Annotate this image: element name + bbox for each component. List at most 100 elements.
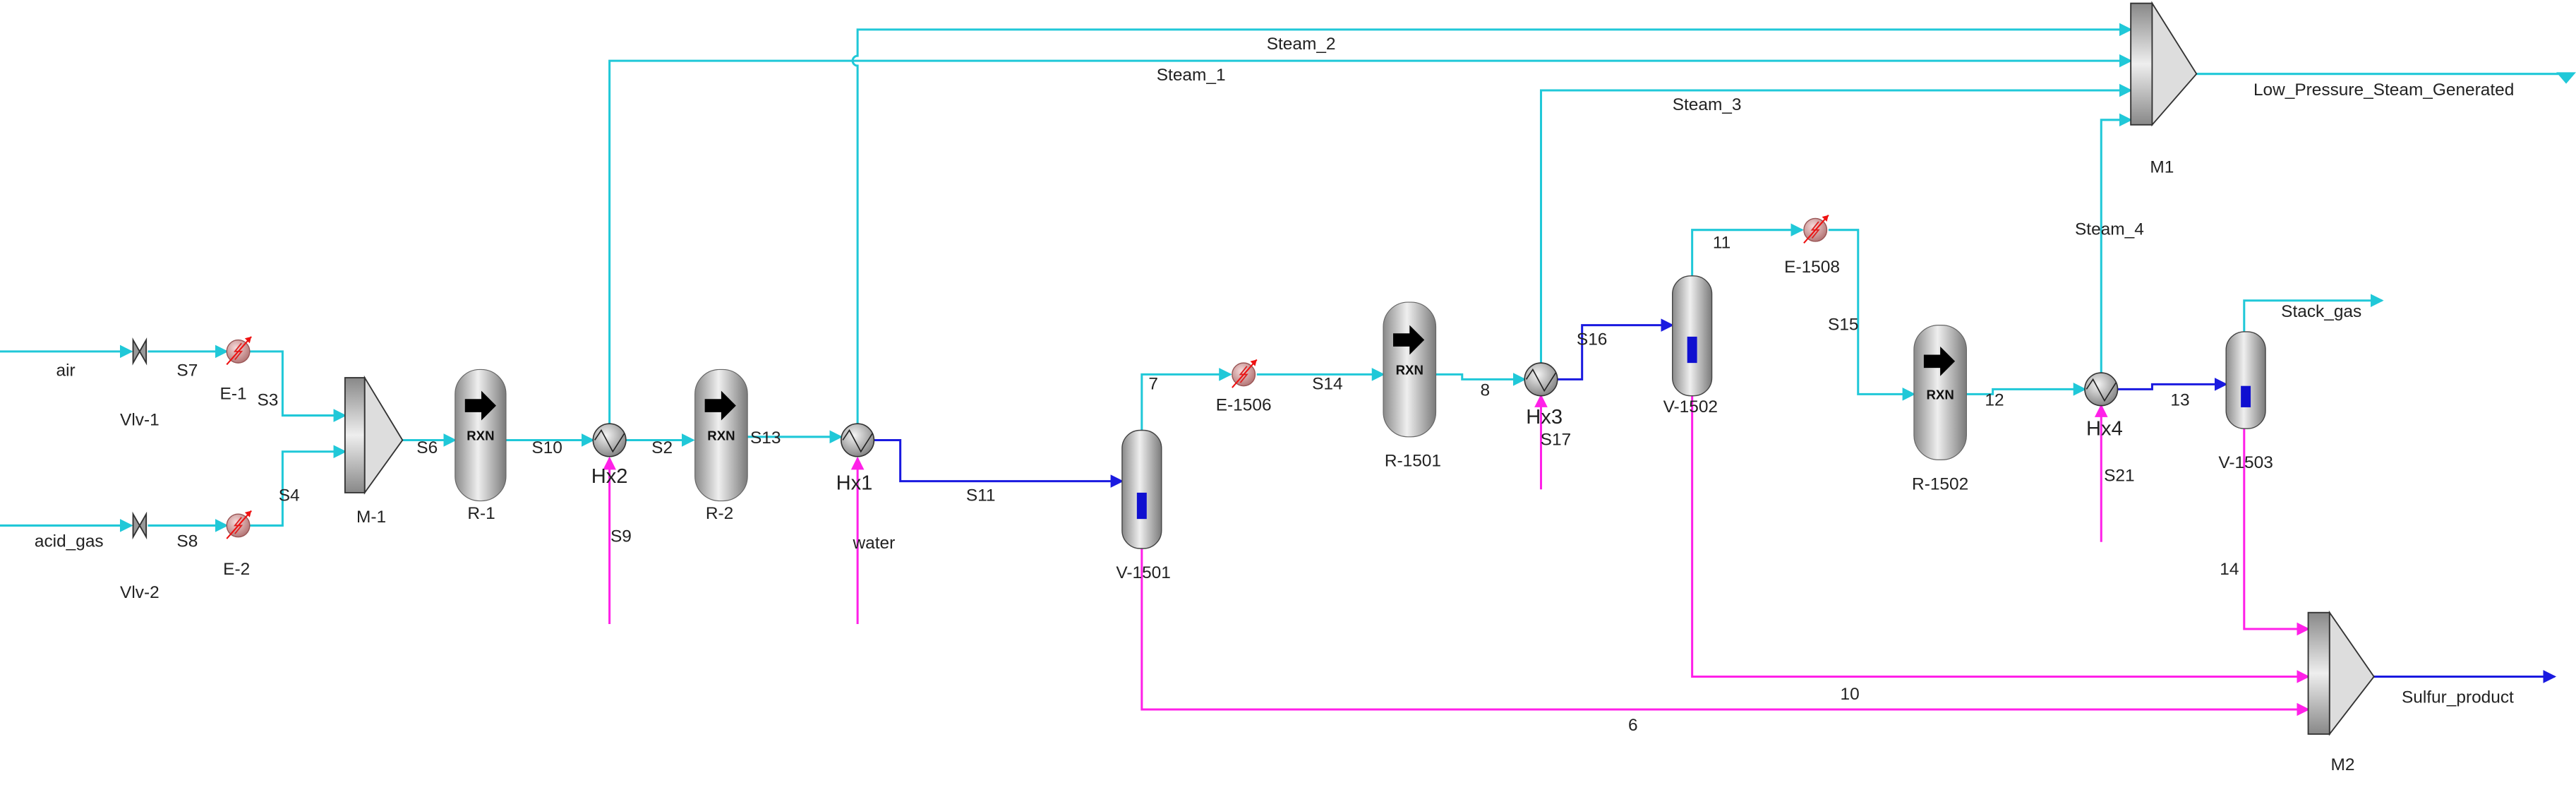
heater-e-1[interactable] xyxy=(226,336,252,366)
rxn-glyph: RXN xyxy=(467,428,494,443)
heat-exchanger-icon xyxy=(592,423,627,457)
heater-e-1508[interactable] xyxy=(1803,215,1829,244)
stream-steam-3[interactable] xyxy=(1539,83,2133,364)
reactor-r-1502[interactable]: RXN xyxy=(1913,325,1967,460)
mixer-m1[interactable] xyxy=(2130,1,2198,127)
level-indicator-icon xyxy=(2241,385,2251,407)
stream-steam-1[interactable] xyxy=(608,54,2133,424)
stream-s16[interactable] xyxy=(1557,318,1675,380)
label-m2: M2 xyxy=(2330,755,2354,774)
valve-vlv-1[interactable] xyxy=(132,337,148,366)
label-v-1501: V-1501 xyxy=(1116,563,1170,582)
lp-steam-arrow-icon xyxy=(2556,72,2576,84)
label-hx1: Hx1 xyxy=(836,472,873,494)
label-8: 8 xyxy=(1481,381,1491,400)
label-m1: M1 xyxy=(2150,157,2174,176)
stream-labels: air acid_gas S7 S8 S3 S4 S6 S10 S2 S13 S… xyxy=(35,35,2514,735)
label-s3: S3 xyxy=(257,391,278,410)
heater-e-2[interactable] xyxy=(226,510,252,539)
level-indicator-icon xyxy=(1136,492,1147,520)
valve-icon xyxy=(132,511,148,540)
stream-14[interactable] xyxy=(2243,426,2310,636)
valve-vlv-2[interactable] xyxy=(132,511,148,540)
label-water: water xyxy=(853,534,896,553)
label-hx2: Hx2 xyxy=(591,465,628,488)
stream-8[interactable] xyxy=(1436,373,1527,386)
mixer-icon xyxy=(363,375,404,495)
block-labels: Vlv-1 Vlv-2 E-1 E-2 M-1 R-1 R-2 Hx2 Hx1 … xyxy=(120,157,2354,774)
label-s9: S9 xyxy=(610,527,632,546)
stream-6[interactable] xyxy=(1140,545,2310,717)
label-steam-4: Steam_4 xyxy=(2075,220,2144,239)
label-r-1: R-1 xyxy=(467,504,495,523)
heat-exchanger-icon xyxy=(2084,372,2119,407)
mixer-m2[interactable] xyxy=(2307,610,2375,736)
label-v-1502: V-1502 xyxy=(1663,397,1718,417)
label-r-1502: R-1502 xyxy=(1912,474,1968,493)
reactor-r-1[interactable]: RXN xyxy=(455,368,507,502)
stream-7[interactable] xyxy=(1140,368,1232,431)
label-acid-gas: acid_gas xyxy=(35,532,104,551)
reactor-r-2[interactable]: RXN xyxy=(694,368,748,502)
flash-drum-v-1503[interactable] xyxy=(2225,331,2266,429)
stream-stack-gas[interactable] xyxy=(2243,294,2384,332)
stream-s11[interactable] xyxy=(874,438,1124,488)
label-hx4: Hx4 xyxy=(2086,417,2123,440)
label-steam-2: Steam_2 xyxy=(1267,35,1336,54)
label-e-2: E-2 xyxy=(223,560,250,579)
label-r-2: R-2 xyxy=(706,504,733,523)
label-lp-steam: Low_Pressure_Steam_Generated xyxy=(2253,80,2514,100)
heat-exchanger-icon xyxy=(841,423,875,457)
reactor-r-1501[interactable]: RXN xyxy=(1383,301,1437,438)
heater-e-1506[interactable] xyxy=(1232,359,1258,388)
stream-12[interactable] xyxy=(1966,383,2087,396)
label-s6: S6 xyxy=(416,438,438,457)
rxn-glyph: RXN xyxy=(707,428,735,443)
label-air: air xyxy=(56,361,76,380)
label-steam-3: Steam_3 xyxy=(1673,95,1742,114)
valve-icon xyxy=(132,337,148,366)
stream-s4[interactable] xyxy=(249,445,347,527)
label-14: 14 xyxy=(2220,560,2239,579)
stream-11[interactable] xyxy=(1691,223,1804,276)
label-s7: S7 xyxy=(176,361,198,380)
stream-steam-2[interactable] xyxy=(851,23,2133,424)
label-v-1503: V-1503 xyxy=(2218,453,2273,472)
stream-steam-4[interactable] xyxy=(2100,113,2133,373)
label-r-1501: R-1501 xyxy=(1385,452,1441,471)
heat-exchanger-hx2[interactable] xyxy=(592,423,627,457)
label-10: 10 xyxy=(1841,685,1860,704)
label-steam-1: Steam_1 xyxy=(1157,66,1226,85)
label-sulfur-product: Sulfur_product xyxy=(2402,688,2514,707)
streams xyxy=(0,23,2576,717)
flash-drum-v-1501[interactable] xyxy=(1121,429,1162,549)
label-e-1508: E-1508 xyxy=(1784,258,1840,277)
heat-exchanger-hx3[interactable] xyxy=(1524,362,1558,397)
label-vlv-1: Vlv-1 xyxy=(120,411,160,430)
label-s21: S21 xyxy=(2104,467,2134,486)
stream-s15[interactable] xyxy=(1828,229,1916,401)
stream-10[interactable] xyxy=(1691,394,2310,683)
label-12: 12 xyxy=(1985,391,2004,410)
flash-drum-v-1502[interactable] xyxy=(1672,275,1713,397)
label-s10: S10 xyxy=(531,438,562,457)
rxn-glyph: RXN xyxy=(1926,387,1954,402)
heat-exchanger-hx4[interactable] xyxy=(2084,372,2119,407)
stream-13[interactable] xyxy=(2117,378,2228,391)
label-s15: S15 xyxy=(1828,316,1858,335)
heat-exchanger-hx1[interactable] xyxy=(841,423,875,457)
stream-s3[interactable] xyxy=(249,350,347,422)
label-s14: S14 xyxy=(1312,374,1342,393)
label-e-1: E-1 xyxy=(220,384,247,403)
label-13: 13 xyxy=(2170,391,2189,410)
label-s11: S11 xyxy=(966,486,996,505)
label-m-1: M-1 xyxy=(356,508,386,527)
label-s4: S4 xyxy=(279,486,300,505)
label-11: 11 xyxy=(1713,233,1731,252)
mixer-m-1[interactable] xyxy=(344,375,404,495)
rxn-glyph: RXN xyxy=(1396,362,1424,377)
label-s13: S13 xyxy=(750,429,781,448)
arrow-right-icon xyxy=(1392,325,1425,355)
arrow-right-icon xyxy=(704,390,736,421)
